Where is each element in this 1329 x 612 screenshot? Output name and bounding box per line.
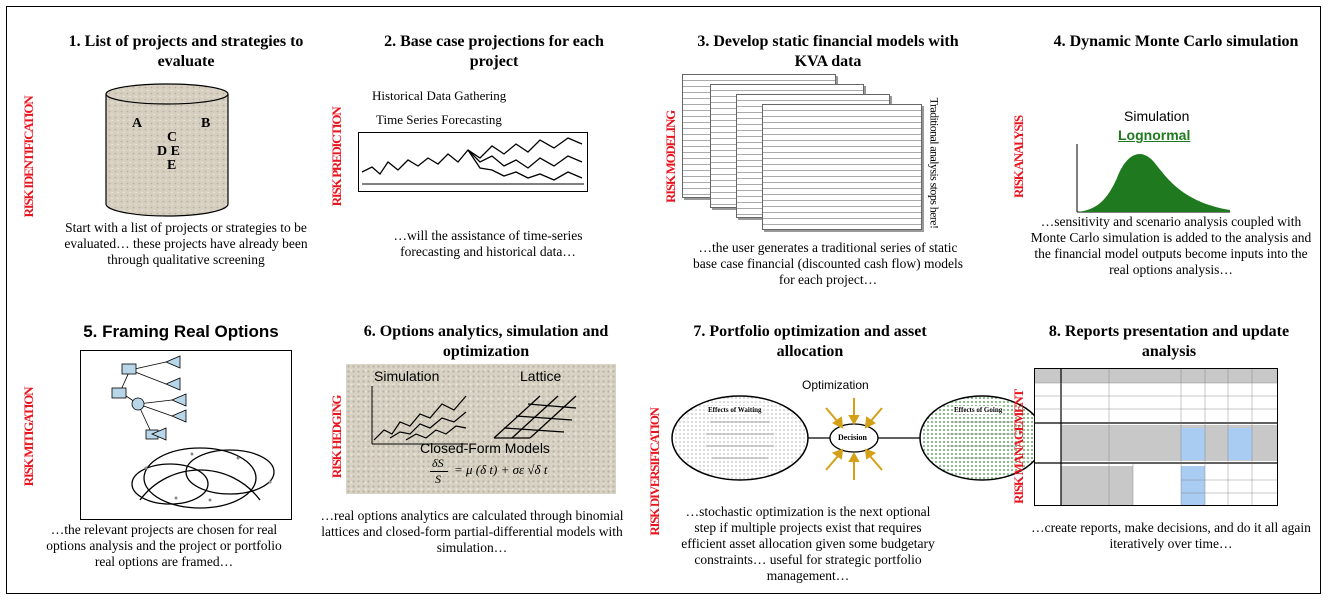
lattice-icon xyxy=(493,395,577,439)
optimization-label: Optimization xyxy=(802,378,869,392)
graphic-line-2: Time Series Forecasting xyxy=(376,112,502,127)
panel-title: 7. Portfolio optimization and asset allo… xyxy=(693,323,927,360)
formula-rhs: = μ (δ t) + σε √δ t xyxy=(454,462,548,477)
sim-title: Simulation xyxy=(1124,108,1190,124)
panel-title: 1. List of projects and strategies to ev… xyxy=(68,33,304,70)
closed-form-label: Closed-Form Models xyxy=(420,440,550,456)
side-label: RISK IDENTIFICATION xyxy=(21,96,36,218)
panel-caption: …the user generates a traditional series… xyxy=(693,240,963,287)
panel-caption: …will the assistance of time-series fore… xyxy=(393,228,583,259)
side-label: RISK DIVERSIFICATION xyxy=(647,408,662,536)
forecast-chart-icon xyxy=(358,132,588,192)
simulation-paths-icon xyxy=(371,386,468,445)
side-label: RISK MANAGEMENT xyxy=(1011,390,1026,504)
simulation-label: Simulation xyxy=(374,368,440,384)
panel-caption: …real options analytics are calculated t… xyxy=(320,508,624,555)
panel-6: 6. Options analytics, simulation and opt… xyxy=(318,322,636,612)
cylinder-letter-e: E xyxy=(167,158,177,173)
real-options-tree-icon xyxy=(80,350,292,520)
cylinder-letter-a: A xyxy=(132,116,143,131)
optimization-diagram-icon xyxy=(671,395,1045,481)
panel-title: 8. Reports presentation and update analy… xyxy=(1048,323,1290,360)
panel-title: 5. Framing Real Options xyxy=(83,322,279,341)
panel-caption: …create reports, make decisions, and do … xyxy=(1031,520,1311,551)
panel-caption: …the relevant projects are chosen for re… xyxy=(46,522,282,569)
lognormal-label: Lognormal xyxy=(1118,127,1191,143)
projects-cylinder xyxy=(105,83,229,217)
cylinder-letter-c: C xyxy=(167,130,178,145)
lattice-label: Lattice xyxy=(520,368,562,384)
panel-title: 3. Develop static financial models with … xyxy=(697,33,959,70)
cylinder-letter-b: B xyxy=(201,116,211,131)
panel-3: 3. Develop static financial models with … xyxy=(652,32,970,322)
left-oval-label: Effects of Waiting xyxy=(708,406,762,414)
formula-denom: S xyxy=(435,472,441,486)
panel-7: 7. Portfolio optimization and asset allo… xyxy=(636,322,1045,612)
panel-caption: Start with a list of projects or strateg… xyxy=(64,220,308,267)
model-sheet xyxy=(762,104,922,230)
diagram-frame xyxy=(6,6,1321,594)
lognormal-chart-icon xyxy=(1076,144,1230,213)
panel-1: 1. List of projects and strategies to ev… xyxy=(10,32,328,322)
vertical-note: Traditional analysis stops here! xyxy=(927,97,942,229)
panel-title: 4. Dynamic Monte Carlo simulation xyxy=(1053,33,1299,50)
cylinder-letters-de: D E xyxy=(157,144,180,159)
panel-title: 6. Options analytics, simulation and opt… xyxy=(363,323,609,360)
options-analytics-box xyxy=(346,364,616,494)
panel-4: 4. Dynamic Monte Carlo simulation RISK A… xyxy=(1000,32,1318,322)
side-label: RISK MODELING xyxy=(663,111,678,203)
panel-5: 5. Framing Real Options RISK MITIGATION … xyxy=(10,322,328,612)
right-oval-label: Effects of Going xyxy=(954,406,1003,414)
panel-caption: …stochastic optimization is the next opt… xyxy=(681,504,935,583)
formula-bar xyxy=(430,471,448,472)
report-table-icon xyxy=(1034,368,1278,506)
panel-title: 2. Base case projections for each projec… xyxy=(384,33,604,70)
side-label: RISK PREDICTION xyxy=(329,107,344,207)
panel-caption: …sensitivity and scenario analysis coupl… xyxy=(1030,214,1312,277)
formula-numer: δS xyxy=(432,456,444,470)
panel-8: 8. Reports presentation and update analy… xyxy=(1000,322,1318,612)
panel-2: 2. Base case projections for each projec… xyxy=(318,32,636,322)
decision-label: Decision xyxy=(838,433,867,442)
side-label: RISK MITIGATION xyxy=(21,387,36,487)
graphic-line-1: Historical Data Gathering xyxy=(372,88,507,103)
